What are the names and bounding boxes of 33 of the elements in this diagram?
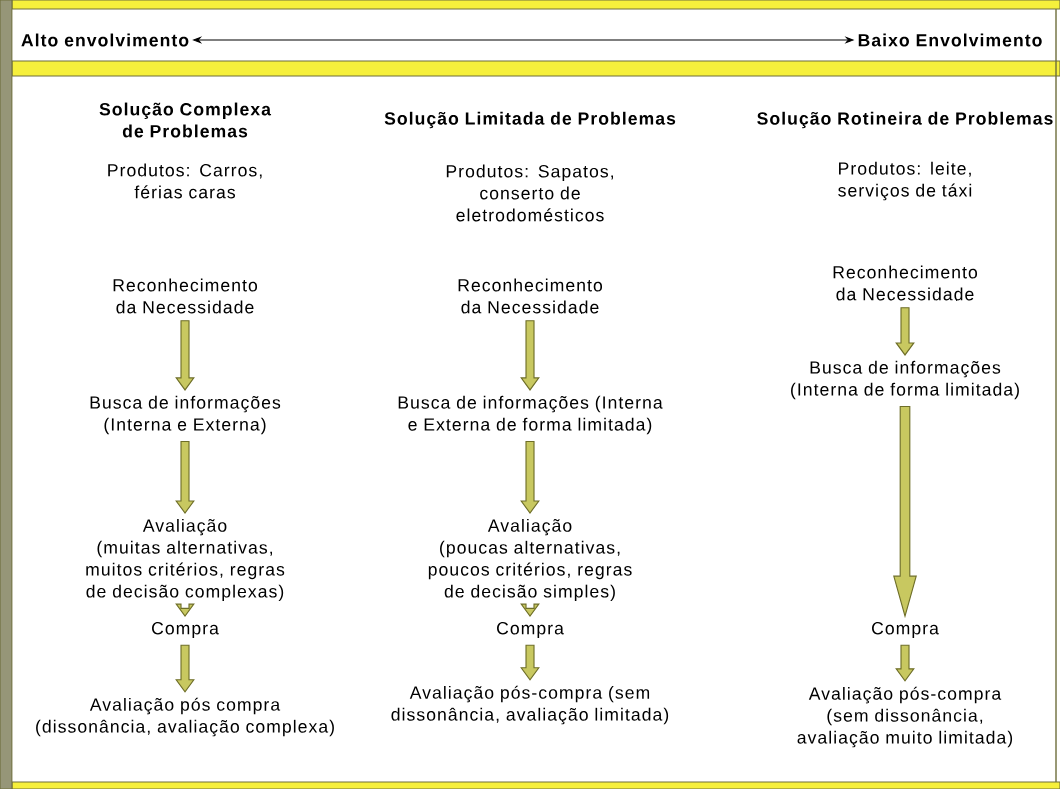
- block-arrow: [175, 644, 195, 693]
- product-text: Produtos: Sapatos, conserto de eletrodomésticos: [446, 164, 613, 222]
- block-arrow: [175, 320, 195, 391]
- step-text: Busca de informações (Interna e Externa): [90, 395, 281, 435]
- block-arrow: [520, 644, 540, 681]
- step-text: Avaliação pós-compra (sem dissonância, avaliação limitada): [391, 685, 669, 725]
- step-text: Busca de informações (Interna e Externa de forma limitada): [398, 395, 663, 435]
- step-text: Avaliação (poucas alternativas, poucos critérios, regras de decisão simples): [428, 518, 632, 602]
- column-heading: Solução Complexa de Problemas: [99, 102, 272, 138]
- step-text: Compra: [152, 622, 219, 638]
- block-arrow: [175, 603, 195, 618]
- block-arrow: [520, 440, 540, 514]
- step-text: Compra: [497, 622, 564, 638]
- step-text: Avaliação (muitas alternativas, muitos critérios, regras de decisão complexas): [86, 518, 285, 602]
- block-arrow: [893, 405, 917, 619]
- step-text: Busca de informações (Interna de forma limitada): [791, 360, 1019, 400]
- product-text: Produtos: leite, serviços de táxi: [838, 161, 972, 201]
- block-arrow: [895, 307, 915, 356]
- step-text: Avaliação pós compra (dissonância, avaliação complexa): [36, 697, 334, 737]
- step-text: Reconhecimento da Necessidade: [833, 265, 977, 301]
- scale-end-text: Baixo Envolvimento: [858, 33, 1042, 47]
- block-arrow: [895, 644, 915, 682]
- step-text: Avaliação pós-compra (sem dissonância, avaliação muito limitada): [797, 686, 1013, 748]
- block-arrow: [520, 603, 540, 618]
- product-text: Produtos: Carros, férias caras: [108, 163, 262, 199]
- step-text: Reconhecimento da Necessidade: [458, 278, 602, 314]
- block-arrow: [175, 440, 195, 514]
- scale-end-text: Alto envolvimento: [21, 33, 189, 47]
- step-text: Reconhecimento da Necessidade: [113, 278, 257, 314]
- column-heading: Solução Limitada de Problemas: [384, 111, 676, 129]
- step-text: Compra: [872, 622, 939, 638]
- block-arrow: [520, 320, 540, 391]
- column-heading: Solução Rotineira de Problemas: [757, 111, 1053, 129]
